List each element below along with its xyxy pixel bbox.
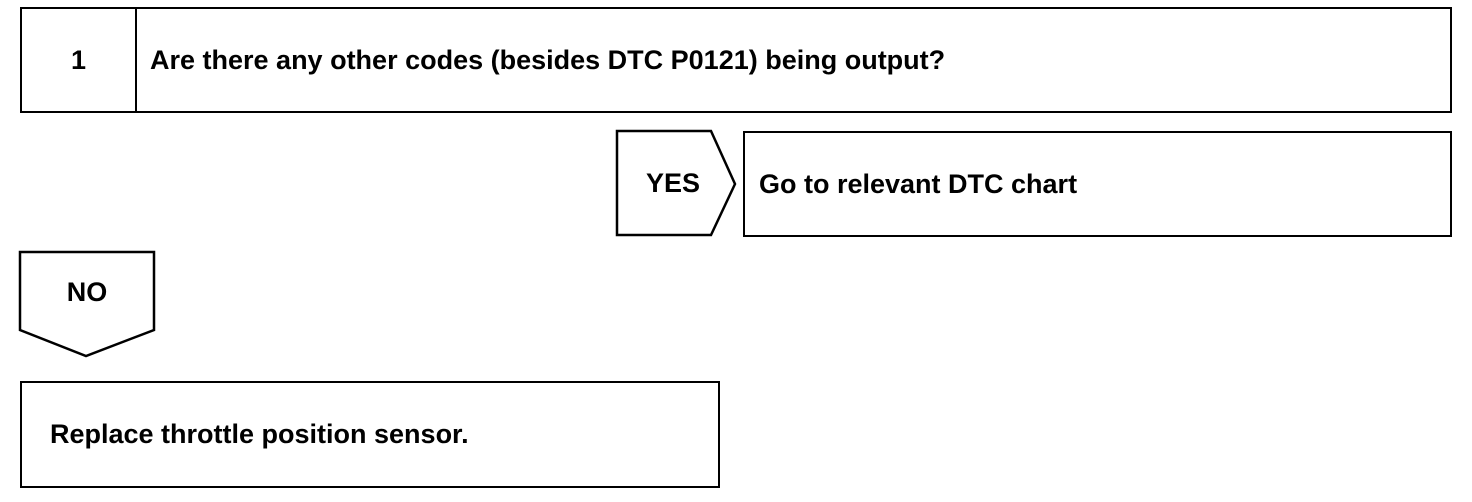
no-arrow-shape <box>18 250 156 358</box>
yes-arrow-shape <box>615 129 737 237</box>
yes-result-text: Go to relevant DTC chart <box>759 168 1078 199</box>
no-result-box: Replace throttle position sensor. <box>20 381 720 488</box>
yes-result-box: Go to relevant DTC chart <box>743 131 1452 237</box>
yes-label: YES <box>645 167 701 198</box>
step-box: 1 Are there any other codes (besides DTC… <box>20 7 1452 113</box>
no-branch-label-cell: NO <box>20 252 154 332</box>
yes-result-cell: Go to relevant DTC chart <box>759 133 1077 235</box>
no-result-text: Replace throttle position sensor. <box>50 419 469 449</box>
step-number-cell: 1 <box>22 9 137 111</box>
yes-branch-label-cell: YES <box>617 131 729 235</box>
no-result-cell: Replace throttle position sensor. <box>50 383 469 486</box>
step-question: Are there any other codes (besides DTC P… <box>150 44 946 75</box>
no-label: NO <box>66 276 108 307</box>
step-number: 1 <box>70 44 87 75</box>
step-question-cell: Are there any other codes (besides DTC P… <box>150 9 945 111</box>
